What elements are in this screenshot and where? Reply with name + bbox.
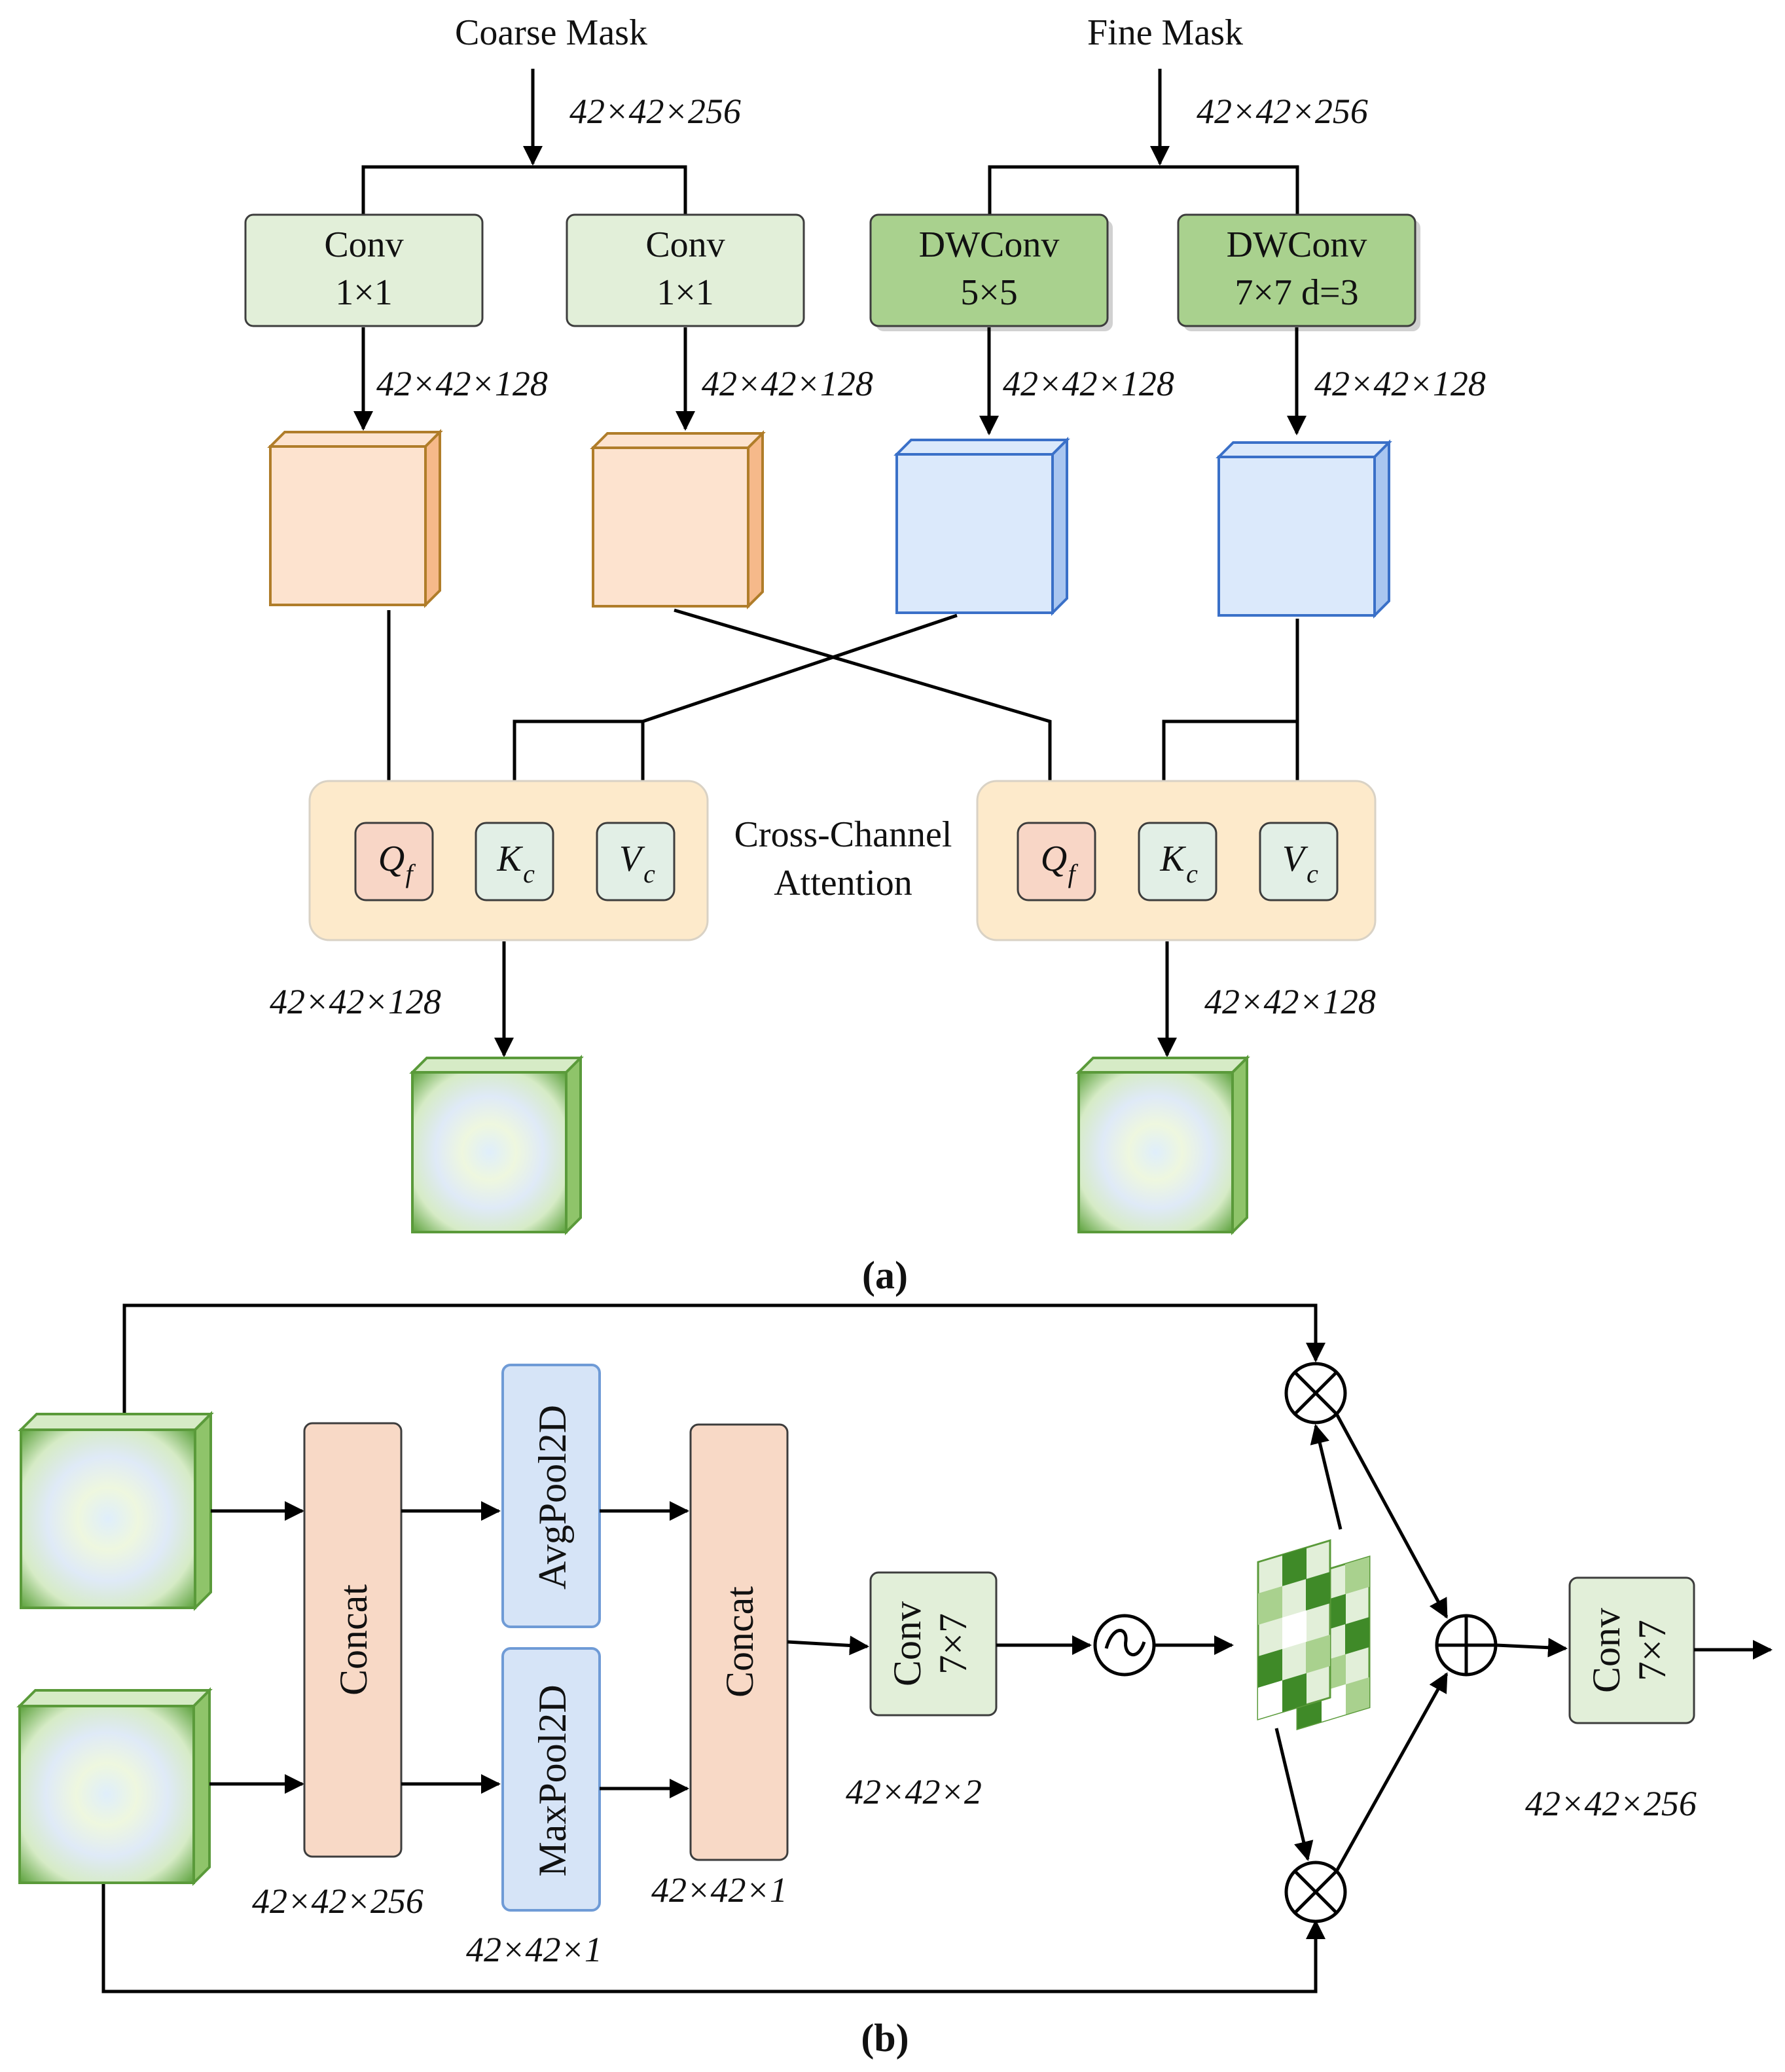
attention-weight-map — [1257, 1539, 1371, 1730]
sigmoid-icon — [1093, 1614, 1156, 1677]
k-left-main: K — [496, 839, 523, 879]
v-right-main: V — [1282, 839, 1308, 879]
k-box-left — [475, 822, 554, 901]
add-icon — [1435, 1614, 1498, 1677]
multiply-icon-bottom — [1284, 1861, 1347, 1923]
feature-cube-fine-1 — [893, 437, 1070, 616]
dwconv1-op: DWConv — [919, 225, 1060, 265]
concat1-dim: 42×42×256 — [252, 1881, 424, 1921]
maxpool-box: MaxPool2D — [501, 1647, 601, 1912]
concat-box-2: Concat — [689, 1423, 789, 1861]
v-right-sub: c — [1307, 859, 1318, 888]
conv2-op: Conv — [645, 225, 725, 265]
fine-input-dim: 42×42×256 — [1197, 92, 1368, 131]
k-right-main: K — [1159, 839, 1186, 879]
conv1-b-op: Conv — [886, 1601, 929, 1686]
q-box-right — [1017, 822, 1096, 901]
v-box-right — [1259, 822, 1339, 901]
output-cube-right — [1075, 1055, 1250, 1235]
fine-to-right-k-arrow — [1154, 619, 1299, 824]
k-box-right — [1138, 822, 1217, 901]
dwconv1-kernel: 5×5 — [960, 272, 1018, 313]
concat-to-conv-arrow — [787, 1635, 869, 1656]
conv2-b-kernel: 7×7 — [1631, 1620, 1674, 1681]
output-cube-left — [409, 1055, 584, 1235]
conv1-kernel: 1×1 — [335, 272, 393, 313]
avgpool-box: AvgPool2D — [501, 1364, 601, 1628]
coarse-mask-label: Coarse Mask — [455, 12, 647, 53]
conv1x1-box-2: Conv 1×1 — [566, 213, 805, 327]
k-right-sub: c — [1186, 859, 1198, 888]
map-to-bottom-multiply-arrow — [1274, 1728, 1314, 1861]
map-to-top-multiply-arrow — [1310, 1424, 1343, 1530]
dwconv5x5-box: DWConv 5×5 — [869, 213, 1113, 331]
branch1-dim: 42×42×128 — [376, 364, 548, 403]
v-left-main: V — [619, 839, 645, 879]
attn-right-out-dim: 42×42×128 — [1204, 982, 1376, 1021]
q-right-main: Q — [1041, 839, 1067, 879]
part-a: Coarse Mask Fine Mask 42×42×256 42×42×25… — [244, 12, 1486, 1297]
branch3-dim: 42×42×128 — [1003, 364, 1174, 403]
top-skip-connection — [122, 1303, 1325, 1421]
conv2-kernel: 1×1 — [657, 272, 714, 313]
fine-mask-label: Fine Mask — [1087, 12, 1243, 53]
top-to-add-arrow — [1335, 1413, 1449, 1619]
concat1-label: Concat — [332, 1584, 375, 1696]
branch2-dim: 42×42×128 — [702, 364, 873, 403]
attention-panel-left: Q f K c V c — [308, 780, 709, 941]
dwconv2-op: DWConv — [1227, 225, 1367, 265]
weight-map-front — [1257, 1539, 1331, 1720]
bottom-to-add-arrow — [1335, 1672, 1449, 1872]
feature-cube-coarse-2 — [590, 430, 766, 609]
caption-b: (b) — [861, 2016, 909, 2060]
concat2-label: Concat — [718, 1586, 761, 1698]
final-dim: 42×42×256 — [1525, 1784, 1697, 1823]
input-cube-top — [18, 1411, 214, 1611]
conv7x7-box-1: Conv 7×7 — [869, 1571, 998, 1717]
conv1-dim: 42×42×2 — [846, 1772, 982, 1811]
fine-split-line — [988, 165, 1299, 216]
dwconv7x7-box: DWConv 7×7 d=3 — [1177, 213, 1420, 331]
concat-box-1: Concat — [303, 1422, 403, 1858]
v-box-left — [596, 822, 676, 901]
branch4-dim: 42×42×128 — [1314, 364, 1486, 403]
caption-a: (a) — [862, 1254, 908, 1297]
avgpool-label: AvgPool2D — [531, 1405, 574, 1590]
maxpool-label: MaxPool2D — [531, 1684, 574, 1876]
attention-label-line1: Cross-Channel — [734, 814, 952, 855]
fine-to-left-k-arrow — [505, 613, 958, 824]
pool-dim: 42×42×1 — [466, 1930, 602, 1969]
multiply-icon-top — [1284, 1362, 1347, 1425]
conv1-op: Conv — [324, 225, 403, 265]
bottom-skip-connection — [101, 1866, 1325, 1993]
part-b: Concat 42×42×256 AvgPool2D MaxPool2D 42×… — [16, 1303, 1773, 2060]
q-box-left — [354, 822, 434, 901]
k-left-sub: c — [523, 859, 535, 888]
attention-panel-right: Q f K c V c — [976, 780, 1377, 941]
query-feature-cube-coarse-1 — [267, 429, 443, 608]
attention-label-line2: Attention — [774, 863, 912, 903]
dwconv2-kernel: 7×7 d=3 — [1235, 272, 1358, 313]
input-cube-bottom — [16, 1687, 213, 1886]
conv1-b-kernel: 7×7 — [931, 1613, 975, 1675]
attn-left-out-dim: 42×42×128 — [270, 982, 441, 1021]
conv7x7-box-2: Conv 7×7 — [1568, 1576, 1695, 1724]
coarse-split-line — [361, 165, 687, 216]
concat2-dim: 42×42×1 — [651, 1870, 787, 1910]
v-left-sub: c — [643, 859, 655, 888]
conv2-b-op: Conv — [1585, 1608, 1628, 1693]
conv1x1-box-1: Conv 1×1 — [244, 213, 484, 327]
coarse-input-dim: 42×42×256 — [569, 92, 741, 131]
feature-cube-fine-2 — [1216, 439, 1392, 619]
q-left-main: Q — [378, 839, 405, 879]
add-to-conv-arrow — [1495, 1637, 1568, 1658]
